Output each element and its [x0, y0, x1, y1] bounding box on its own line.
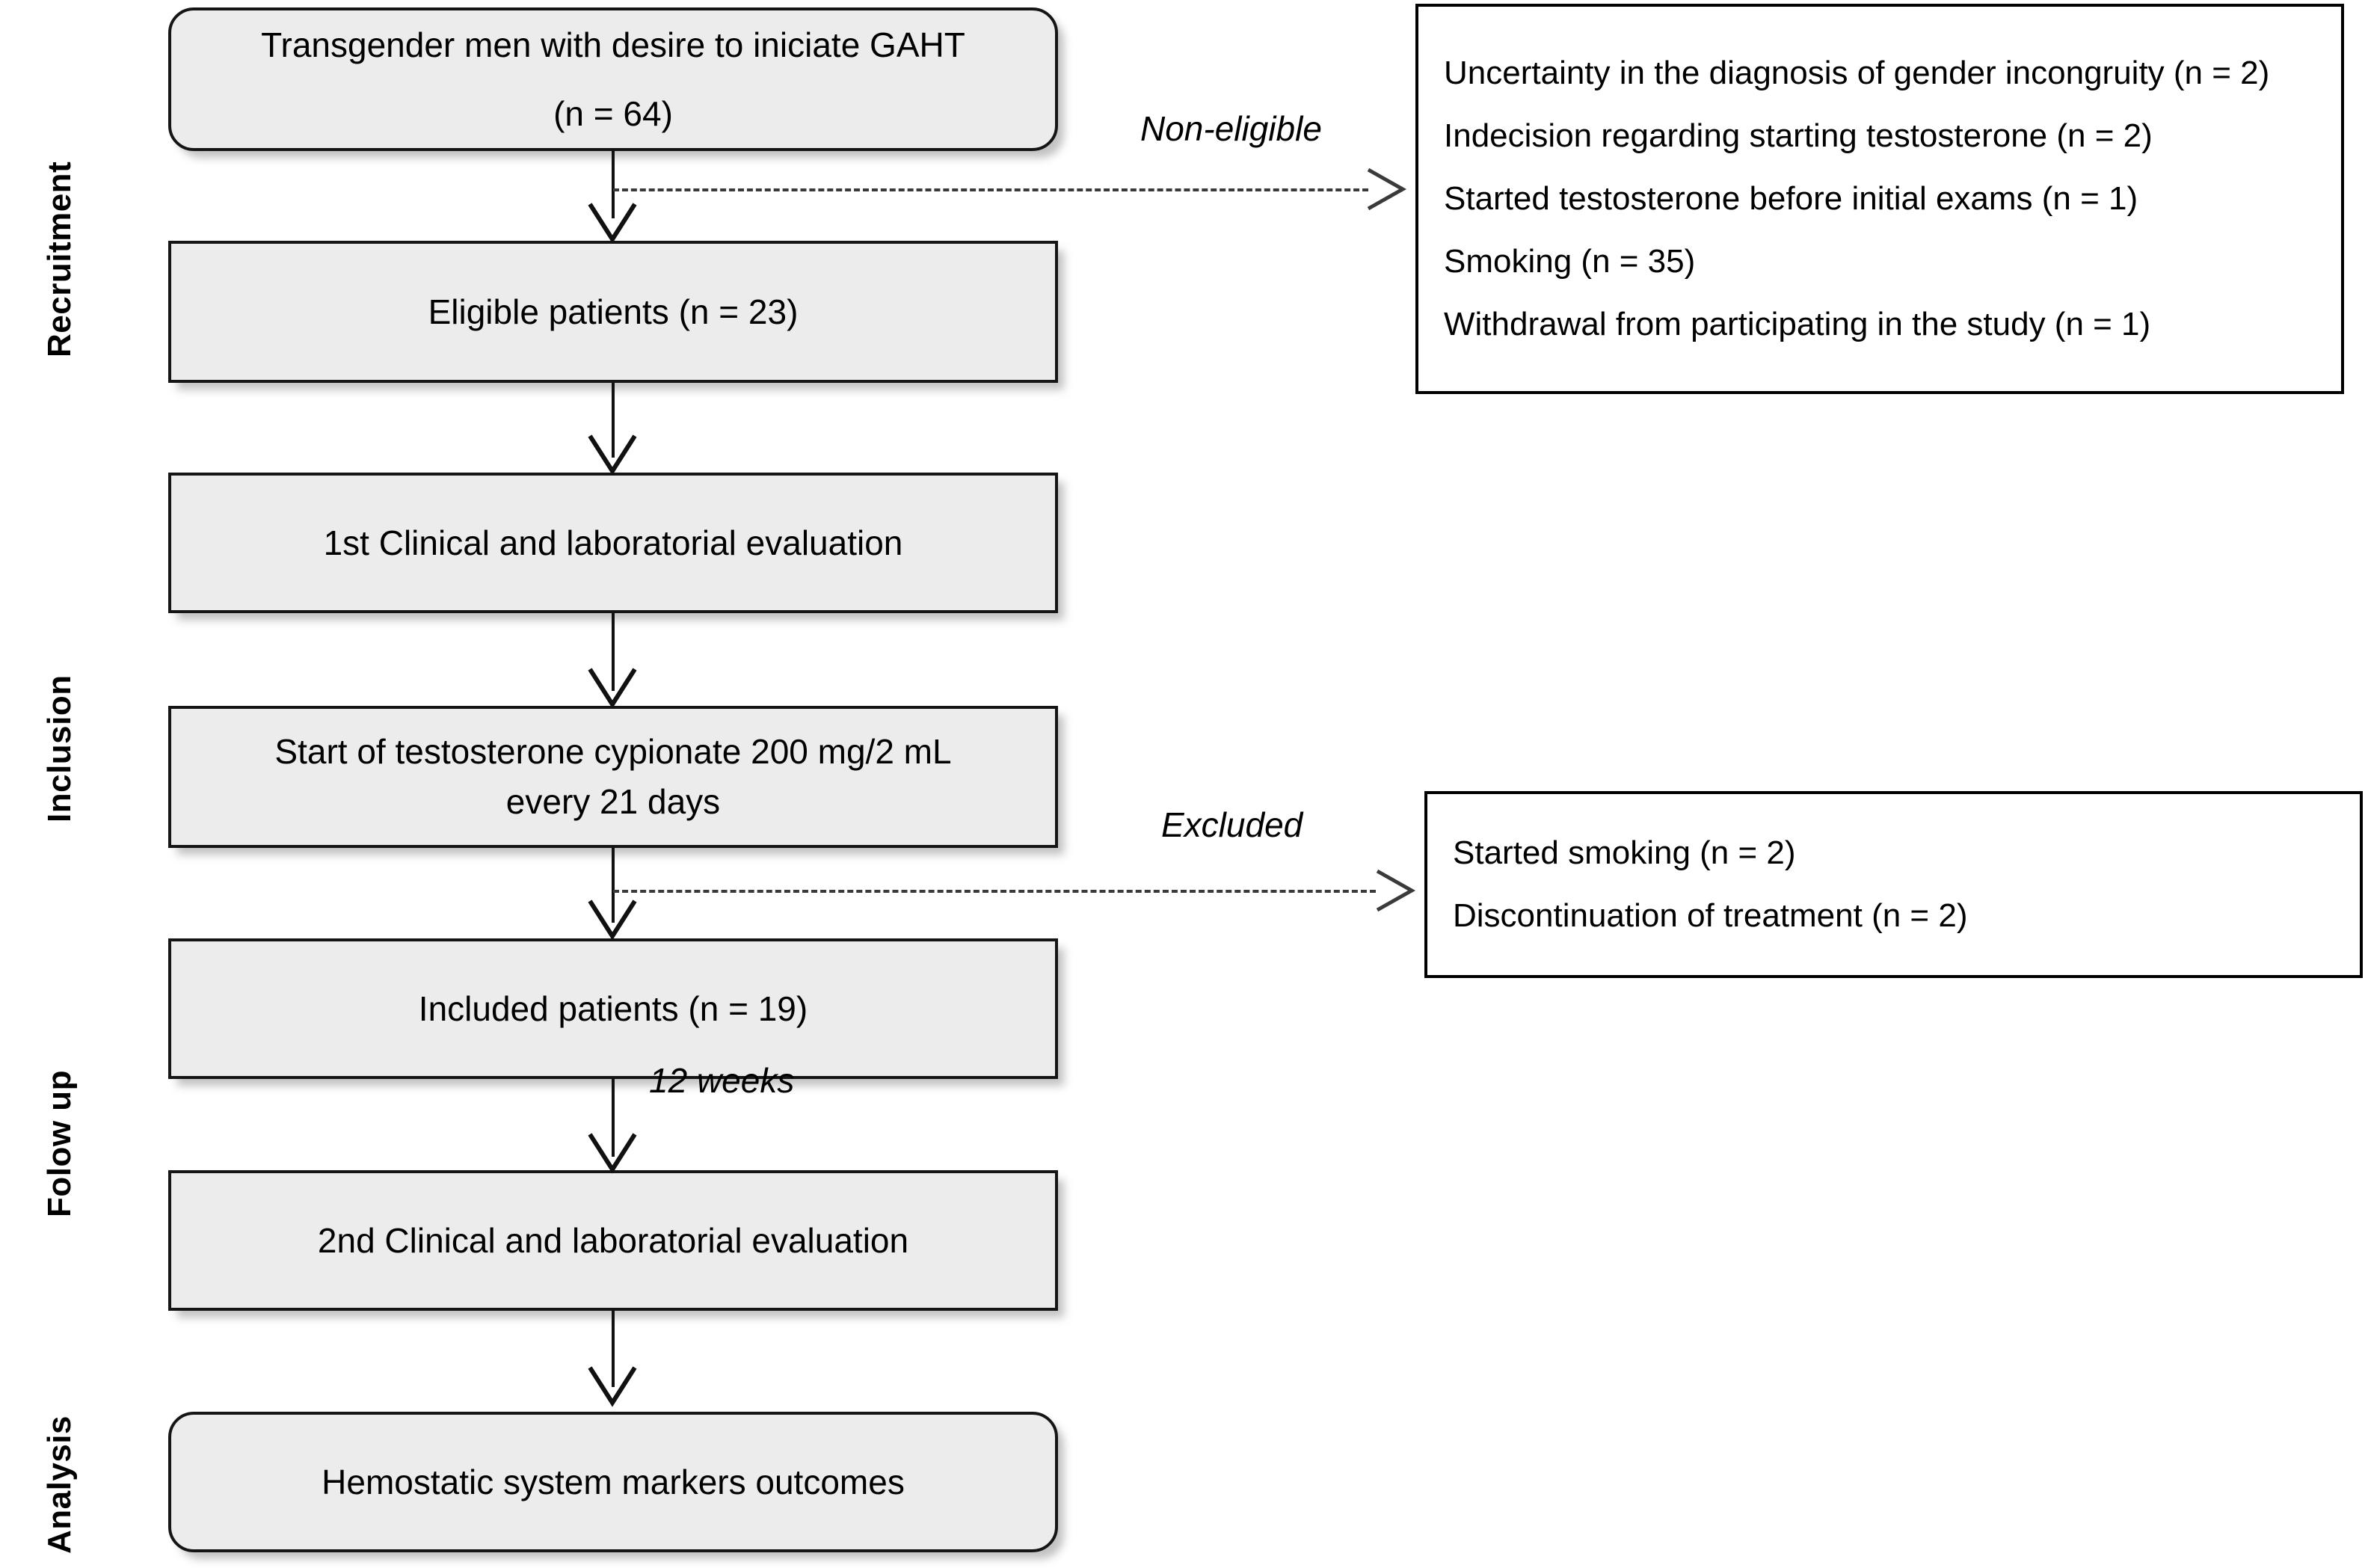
- excluded-reason-2: Discontinuation of treatment (n = 2): [1453, 897, 1968, 934]
- flow-box-outcomes-text: Hemostatic system markers outcomes: [194, 1457, 1033, 1507]
- flow-box-first-evaluation[interactable]: 1st Clinical and laboratorial evaluation: [168, 473, 1058, 613]
- flow-box-eligible[interactable]: Eligible patients (n = 23): [168, 241, 1058, 383]
- flow-box-outcomes[interactable]: Hemostatic system markers outcomes: [168, 1412, 1058, 1552]
- flow-box-screened[interactable]: Transgender men with desire to iniciate …: [168, 7, 1058, 151]
- flow-box-first-evaluation-line1: 1st Clinical and laboratorial evaluation: [323, 523, 903, 562]
- flow-box-second-evaluation-text: 2nd Clinical and laboratorial evaluation: [194, 1216, 1033, 1266]
- dashed-connector-non-eligible: [613, 188, 1368, 191]
- text-spacer: [194, 70, 1033, 88]
- flow-box-second-evaluation[interactable]: 2nd Clinical and laboratorial evaluation: [168, 1170, 1058, 1311]
- flow-box-eligible-line1: Eligible patients (n = 23): [428, 292, 799, 331]
- flow-box-outcomes-line1: Hemostatic system markers outcomes: [322, 1462, 905, 1501]
- flow-box-start-testosterone-line1: Start of testosterone cypionate 200 mg/2…: [274, 732, 952, 772]
- edge-label-12-weeks: 12 weeks: [649, 1061, 795, 1100]
- edge-label-non-eligible: Non-eligible: [1140, 109, 1322, 148]
- stage-label-recruitment: Recruitment: [41, 161, 78, 357]
- side-box-non-eligible-reasons[interactable]: Uncertainty in the diagnosis of gender i…: [1415, 4, 2344, 394]
- connector-line-eligible-to-first-evaluation: [612, 383, 615, 458]
- flow-box-start-testosterone-line2: every 21 days: [505, 782, 721, 821]
- flow-box-first-evaluation-text: 1st Clinical and laboratorial evaluation: [194, 518, 1033, 568]
- flow-box-start-testosterone[interactable]: Start of testosterone cypionate 200 mg/2…: [168, 706, 1058, 848]
- flow-box-included[interactable]: Included patients (n = 19): [168, 938, 1058, 1079]
- stage-label-follow-up: Folow up: [41, 1069, 78, 1217]
- flow-box-included-text: Included patients (n = 19): [194, 984, 1033, 1034]
- arrow-head-excluded: [1374, 867, 1421, 914]
- connector-line-included-to-second-evaluation: [612, 1079, 615, 1157]
- excluded-reason-1: Started smoking (n = 2): [1453, 834, 1796, 871]
- non-eligible-reason-2: Indecision regarding starting testostero…: [1444, 117, 2153, 154]
- stage-label-inclusion: Inclusion: [41, 674, 78, 823]
- dashed-connector-excluded: [613, 890, 1376, 893]
- edge-label-excluded: Excluded: [1161, 805, 1303, 844]
- flow-box-included-line1: Included patients (n = 19): [418, 989, 808, 1028]
- non-eligible-reason-4: Smoking (n = 35): [1444, 243, 1696, 280]
- flow-box-eligible-text: Eligible patients (n = 23): [194, 287, 1033, 337]
- non-eligible-reason-1: Uncertainty in the diagnosis of gender i…: [1444, 55, 2270, 91]
- connector-line-first-evaluation-to-start-testosterone: [612, 613, 615, 691]
- non-eligible-reason-3: Started testosterone before initial exam…: [1444, 180, 2138, 217]
- connector-line-screened-to-eligible: [612, 150, 615, 218]
- stage-label-analysis: Analysis: [41, 1415, 78, 1554]
- side-box-excluded-reasons[interactable]: Started smoking (n = 2) Discontinuation …: [1424, 791, 2363, 978]
- flow-box-screened-text: Transgender men with desire to iniciate …: [194, 20, 1033, 139]
- connector-line-start-testosterone-to-included: [612, 848, 615, 923]
- connector-line-second-evaluation-to-outcomes: [612, 1311, 615, 1387]
- flow-box-second-evaluation-line1: 2nd Clinical and laboratorial evaluation: [317, 1220, 909, 1260]
- non-eligible-reason-5: Withdrawal from participating in the stu…: [1444, 306, 2151, 342]
- flow-box-start-testosterone-text: Start of testosterone cypionate 200 mg/2…: [194, 727, 1033, 826]
- flow-box-screened-line1: Transgender men with desire to iniciate …: [261, 25, 965, 64]
- arrow-head-non-eligible: [1365, 166, 1412, 212]
- flow-box-screened-line2: (n = 64): [553, 93, 673, 133]
